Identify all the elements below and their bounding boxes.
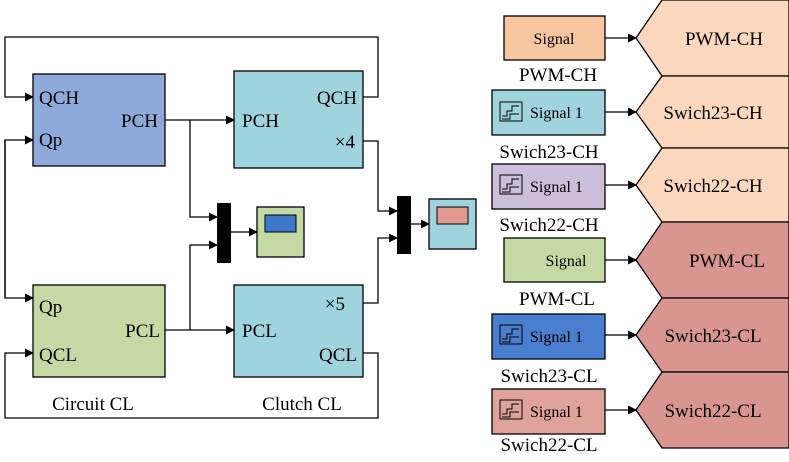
signal-builder-icon — [499, 101, 523, 122]
port-qcl-in: QCL — [39, 345, 77, 366]
goto-tag-swich23-ch-label: Swich23-CH — [663, 103, 763, 124]
source-swich22-ch[interactable]: Signal 1 Swich22-CH — [491, 163, 606, 236]
circuit-cl-block[interactable]: Qp QCL PCL Circuit CL — [32, 284, 166, 415]
source-swich23-cl-label: Signal 1 — [530, 329, 583, 346]
port-qch-out: QCH — [317, 88, 357, 109]
circuit-cl-body[interactable] — [32, 284, 166, 378]
source-swich23-ch[interactable]: Signal 1 Swich23-CH — [491, 89, 606, 163]
port-pcl-out: PCL — [125, 321, 160, 342]
wire-qcl-feedback — [4, 348, 379, 419]
source-swich23-cl-caption: Swich23-CL — [500, 366, 597, 387]
goto-tag-swich23-ch-shape[interactable] — [635, 75, 789, 149]
source-swich23-ch-body[interactable] — [491, 89, 606, 136]
goto-tag-pwm-ch-label: PWM-CH — [685, 29, 763, 50]
wire-pcl-to-mux — [189, 240, 218, 330]
goto-tag-pwm-ch[interactable]: PWM-CH — [635, 0, 789, 77]
source-swich22-ch-label: Signal 1 — [530, 179, 583, 196]
source-swich23-ch-caption: Swich23-CH — [499, 142, 599, 163]
source-swich22-cl-label: Signal 1 — [530, 404, 583, 421]
goto-tag-pwm-cl[interactable]: PWM-CL — [635, 221, 789, 299]
wire-qch-feedback — [4, 36, 379, 102]
circuit-cl-caption: Circuit CL — [52, 394, 134, 415]
wire-qp-to-ch — [4, 135, 34, 298]
source-swich22-cl[interactable]: Signal 1 Swich22-CL — [491, 388, 606, 456]
source-swich22-ch-caption: Swich22-CH — [499, 215, 599, 236]
mux-2[interactable] — [397, 196, 411, 254]
source-swich23-cl[interactable]: Signal 1 Swich23-CL — [491, 313, 606, 387]
source-pwm-cl-caption: PWM-CL — [519, 289, 595, 310]
clutch-ch-block[interactable]: PCH QCH ×4 — [233, 70, 364, 169]
source-pwm-ch-body[interactable] — [503, 15, 606, 61]
source-pwm-ch-label: Signal — [534, 31, 575, 48]
goto-tag-swich22-cl[interactable]: Swich22-CL — [635, 371, 789, 449]
scope-2[interactable] — [428, 198, 477, 250]
port-x4-out: ×4 — [335, 132, 356, 153]
source-pwm-ch-caption: PWM-CH — [519, 65, 597, 86]
goto-tag-swich23-cl-shape[interactable] — [635, 297, 789, 373]
source-pwm-cl[interactable]: Signal PWM-CL — [503, 237, 606, 310]
goto-tag-swich22-ch-label: Swich22-CH — [663, 176, 763, 197]
port-qp-in: Qp — [39, 130, 62, 151]
goto-tag-pwm-cl-label: PWM-CL — [689, 251, 765, 272]
port-pch-in: PCH — [242, 111, 279, 132]
wire-x4-to-mux — [363, 140, 398, 216]
clutch-cl-caption: Clutch CL — [262, 394, 342, 415]
port-pch-out: PCH — [121, 111, 158, 132]
signal-builder-icon — [499, 399, 523, 420]
source-pwm-cl-label: Signal — [546, 253, 587, 270]
goto-tag-swich23-ch[interactable]: Swich23-CH — [635, 75, 789, 149]
port-qcl-out: QCL — [319, 345, 357, 366]
signal-builder-icon — [499, 324, 523, 345]
source-pwm-ch[interactable]: Signal PWM-CH — [503, 15, 606, 86]
port-x5-out: ×5 — [325, 294, 345, 315]
wire-pch-to-mux — [189, 120, 218, 222]
goto-tag-swich23-cl-label: Swich23-CL — [664, 326, 761, 347]
clutch-cl-block[interactable]: PCL ×5 QCL Clutch CL — [233, 284, 364, 415]
scope-2-screen — [436, 206, 469, 225]
source-swich23-ch-label: Signal 1 — [530, 105, 583, 122]
circuit-ch-body[interactable] — [32, 73, 166, 167]
signal-wires — [4, 33, 637, 419]
circuit-ch-block[interactable]: QCH Qp PCH — [32, 73, 166, 167]
mux-1[interactable] — [217, 203, 231, 263]
port-qch-in: QCH — [39, 88, 79, 109]
wire-x5-to-mux — [363, 233, 398, 304]
goto-tag-swich22-ch-shape[interactable] — [635, 147, 789, 223]
scope-1-screen — [264, 214, 297, 233]
signal-builder-icon — [499, 174, 523, 195]
port-qp-in-cl: Qp — [39, 297, 62, 318]
goto-tag-swich22-cl-shape[interactable] — [635, 371, 789, 449]
goto-tag-pwm-ch-shape[interactable] — [635, 0, 789, 77]
goto-tag-swich22-cl-label: Swich22-CL — [664, 401, 761, 422]
clutch-cl-body[interactable] — [233, 284, 364, 378]
goto-tag-pwm-cl-shape[interactable] — [635, 221, 789, 299]
source-swich22-cl-caption: Swich22-CL — [500, 435, 597, 456]
port-pcl-in: PCL — [242, 321, 277, 342]
clutch-ch-body[interactable] — [233, 70, 364, 169]
scope-1[interactable] — [256, 206, 305, 258]
goto-tag-swich22-ch[interactable]: Swich22-CH — [635, 147, 789, 223]
source-pwm-cl-body[interactable] — [503, 237, 606, 283]
goto-tag-swich23-cl[interactable]: Swich23-CL — [635, 297, 789, 373]
wire-qp-to-cl — [4, 140, 34, 303]
